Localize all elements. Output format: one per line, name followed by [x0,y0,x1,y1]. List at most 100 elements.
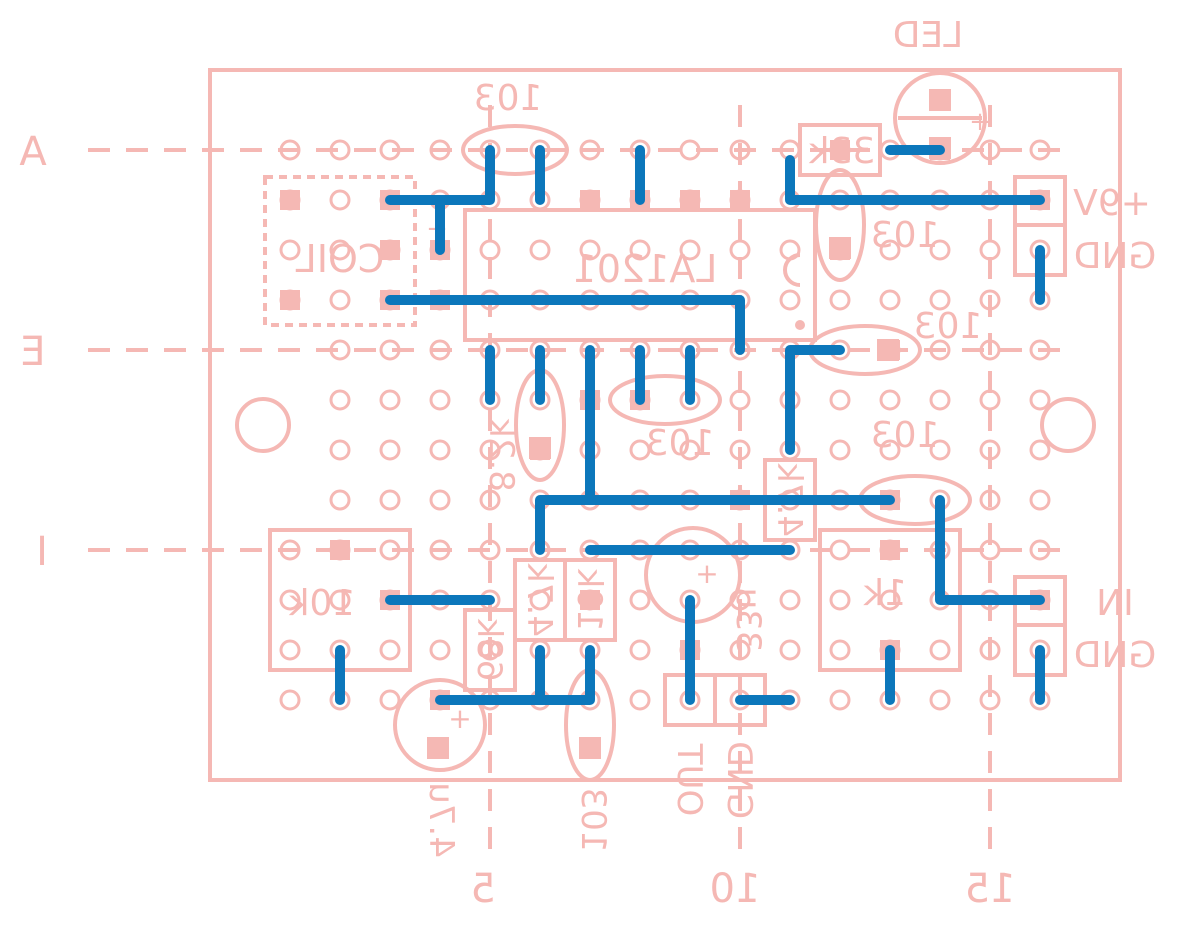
hole [829,289,851,311]
cap-right-outline [814,168,866,282]
hole [929,239,951,261]
r-47k-label: 4.7k [519,563,559,637]
hole [979,439,1001,461]
col-label-10: 10 [710,866,761,912]
square-pad [830,140,850,160]
guide-lines [88,105,1075,860]
square-pad [880,540,900,560]
hole [429,439,451,461]
pot-10k-label: 10k [289,583,356,624]
hole [629,689,651,711]
r-33k-label: 33k [809,131,876,172]
hole [779,589,801,611]
hole [429,639,451,661]
cap-top-label: 103 [474,78,543,119]
hole [729,639,751,661]
hole [1029,489,1051,511]
r-8k2-label: 8.2k [481,418,521,492]
hole [829,439,851,461]
hole [679,239,701,261]
hole [279,689,301,711]
hole [929,289,951,311]
hole [829,389,851,411]
hole [1029,439,1051,461]
row-label-a: A [19,129,47,175]
square-pad [280,290,300,310]
hole [729,239,751,261]
r-68k-label: 68k [469,618,509,681]
hole [479,489,501,511]
cap-bottom-label: 103 [573,788,613,853]
cap-elec-bottom-label: 4.7u [421,782,461,858]
hole [379,539,401,561]
in-gnd-label: GND [1074,635,1157,676]
hole [429,539,451,561]
cap-top-outline [461,124,569,176]
cap-center-outline [608,374,722,426]
mounting-hole-right [1040,397,1096,453]
cap-center-label: 103 [646,423,715,464]
hole [829,689,851,711]
component-pad [579,737,601,759]
square-pad [380,240,400,260]
hole [779,289,801,311]
square-pad [330,540,350,560]
wire-link [385,295,745,355]
hole [379,339,401,361]
hole [379,689,401,711]
hole [829,539,851,561]
component-pad [929,89,951,111]
hole [579,239,601,261]
power-plus-label: +9V [1073,183,1151,224]
wire-link [535,495,895,555]
hole [729,439,751,461]
hole [629,639,651,661]
component-pad [427,737,449,759]
cap-right-label: 103 [871,215,940,256]
hole [929,689,951,711]
col-label-15: 15 [965,866,1016,912]
hole [279,639,301,661]
hole [679,139,701,161]
coil-label: COIL [296,237,385,281]
r-33k-outline [798,123,882,177]
cap-elec-bottom-plus-sign: + [448,702,471,735]
coil-outline [263,175,417,327]
wire-link [785,155,1045,205]
hole [979,239,1001,261]
col-label-5: 5 [470,866,495,912]
hole [329,339,351,361]
pot-1k-label: 1k [863,573,907,614]
square-pad [680,190,700,210]
hole [629,239,651,261]
wire-links [335,145,1045,705]
row-label-i: I [36,529,48,575]
component-pad [877,339,899,361]
wire-link [935,495,1045,605]
hole [1029,539,1051,561]
hole [379,139,401,161]
hole [329,589,351,611]
square-pad [280,190,300,210]
hole [329,239,351,261]
hole [379,439,401,461]
hole [429,339,451,361]
led-outline [893,71,987,165]
r-68k-outline [463,608,517,692]
square-pad [580,590,600,610]
labels: A E I 5 10 15 LA1201 COIL 103 33k LED 10… [19,15,1156,912]
hole [629,439,651,461]
in-label: IN [1096,583,1134,624]
led-plus-sign: + [969,107,991,137]
hole [829,639,851,661]
hole [429,389,451,411]
hole [879,389,901,411]
wire-link [535,645,595,705]
hole [829,589,851,611]
hole [979,289,1001,311]
hole [379,489,401,511]
component-pad [529,437,551,459]
hole [979,139,1001,161]
hole [929,339,951,361]
